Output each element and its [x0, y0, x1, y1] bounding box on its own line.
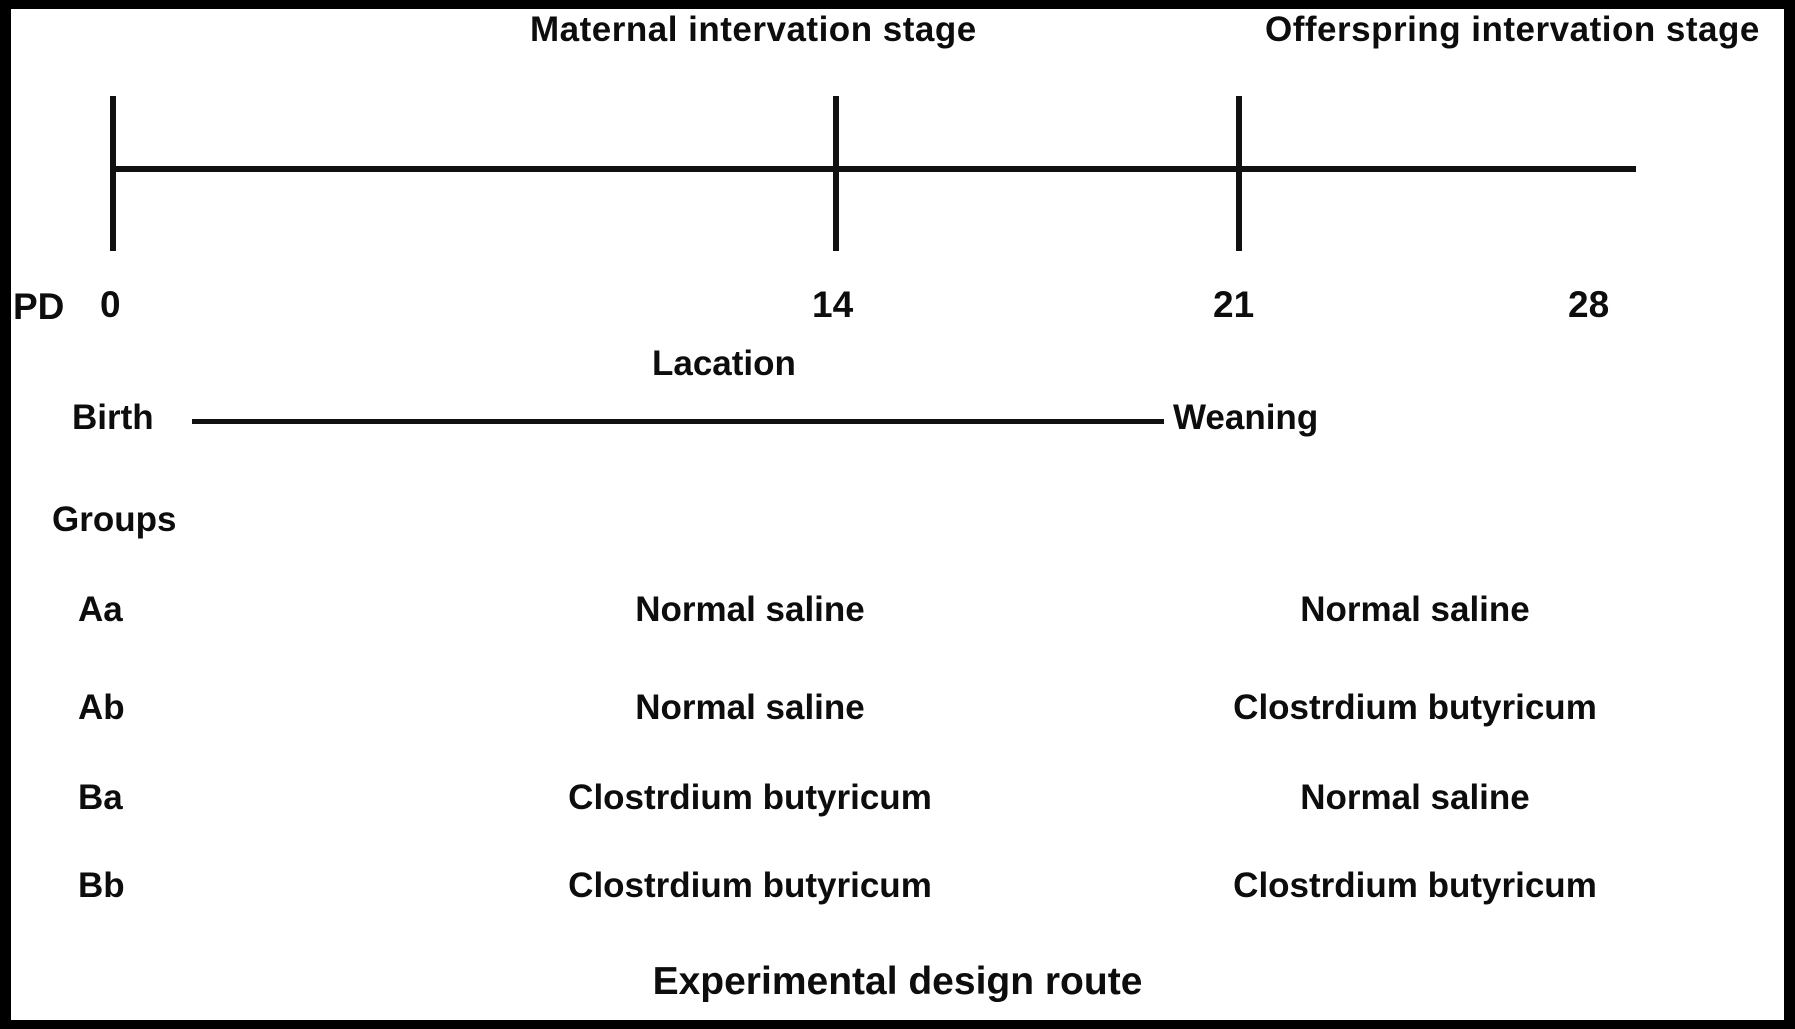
- weaning-label: Weaning: [1173, 398, 1319, 437]
- group-name: Ab: [78, 688, 125, 727]
- group-row: Aa Normal saline Normal saline: [0, 590, 1795, 636]
- maternal-stage-title: Maternal intervation stage: [530, 10, 977, 49]
- timeline-tick-label-21: 21: [1213, 284, 1255, 325]
- group-maternal-treatment: Clostrdium butyricum: [568, 778, 932, 817]
- timeline-tick-pd21: [1236, 96, 1242, 251]
- group-name: Bb: [78, 866, 125, 905]
- lactation-period-title: Lacation: [652, 344, 796, 383]
- group-offspring-treatment: Clostrdium butyricum: [1233, 866, 1597, 905]
- figure-border-top: [0, 0, 1795, 9]
- timeline-tick-label-0: 0: [100, 284, 121, 325]
- groups-heading: Groups: [52, 500, 177, 539]
- offspring-stage-title: Offerspring intervation stage: [1265, 10, 1760, 49]
- group-maternal-treatment: Normal saline: [635, 688, 865, 727]
- timeline-tick-label-14: 14: [812, 284, 854, 325]
- group-maternal-treatment: Clostrdium butyricum: [568, 866, 932, 905]
- timeline-axis: [112, 166, 1636, 172]
- group-row: Ba Clostrdium butyricum Normal saline: [0, 778, 1795, 824]
- figure-caption: Experimental design route: [652, 960, 1143, 1003]
- group-row: Bb Clostrdium butyricum Clostrdium butyr…: [0, 866, 1795, 912]
- group-offspring-treatment: Normal saline: [1300, 778, 1530, 817]
- timeline-tick-label-28: 28: [1568, 284, 1610, 325]
- group-offspring-treatment: Normal saline: [1300, 590, 1530, 629]
- group-row: Ab Normal saline Clostrdium butyricum: [0, 688, 1795, 734]
- birth-label: Birth: [72, 398, 154, 437]
- lactation-span-line: [192, 419, 1164, 424]
- group-offspring-treatment: Clostrdium butyricum: [1233, 688, 1597, 727]
- timeline-tick-pd0: [110, 96, 116, 251]
- figure-border-left: [0, 0, 11, 1029]
- group-maternal-treatment: Normal saline: [635, 590, 865, 629]
- group-name: Ba: [78, 778, 123, 817]
- postnatal-day-axis-label: PD: [13, 286, 65, 327]
- timeline-tick-pd14: [833, 96, 839, 251]
- figure-border-right: [1784, 0, 1795, 1029]
- group-name: Aa: [78, 590, 123, 629]
- figure-border-bottom: [0, 1020, 1795, 1029]
